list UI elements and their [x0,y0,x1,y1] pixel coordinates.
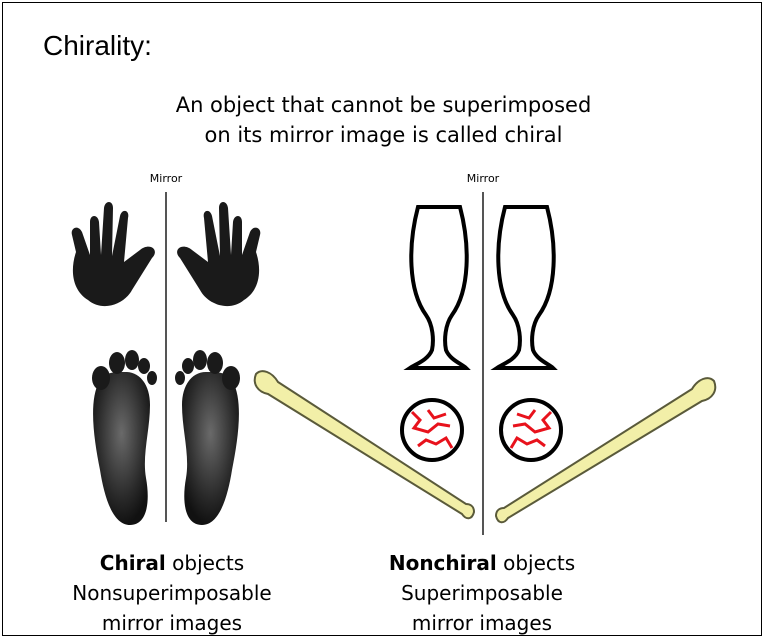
right-caption-line-2: Superimposable [332,578,632,608]
right-baseball-icon [501,400,561,460]
left-caption: Chiral objects Nonsuperimposable mirror … [22,548,322,638]
left-caption-line-1: Chiral objects [22,548,322,578]
right-foot-print-icon [175,350,240,525]
right-caption: Nonchiral objects Superimposable mirror … [332,548,632,638]
left-glass-icon [410,207,467,368]
left-caption-line-3: mirror images [22,608,322,638]
left-baseball-icon [402,400,462,460]
right-hand-print-icon [177,202,260,306]
right-glass-icon [497,207,554,368]
right-caption-line-1: Nonchiral objects [332,548,632,578]
chiral-term: Chiral [100,551,166,575]
left-caption-line-2: Nonsuperimposable [22,578,322,608]
right-caption-objects: objects [497,551,575,575]
left-caption-objects: objects [166,551,244,575]
left-hand-print-icon [72,202,155,306]
right-caption-line-3: mirror images [332,608,632,638]
nonchiral-term: Nonchiral [389,551,497,575]
left-foot-print-icon [92,350,157,525]
